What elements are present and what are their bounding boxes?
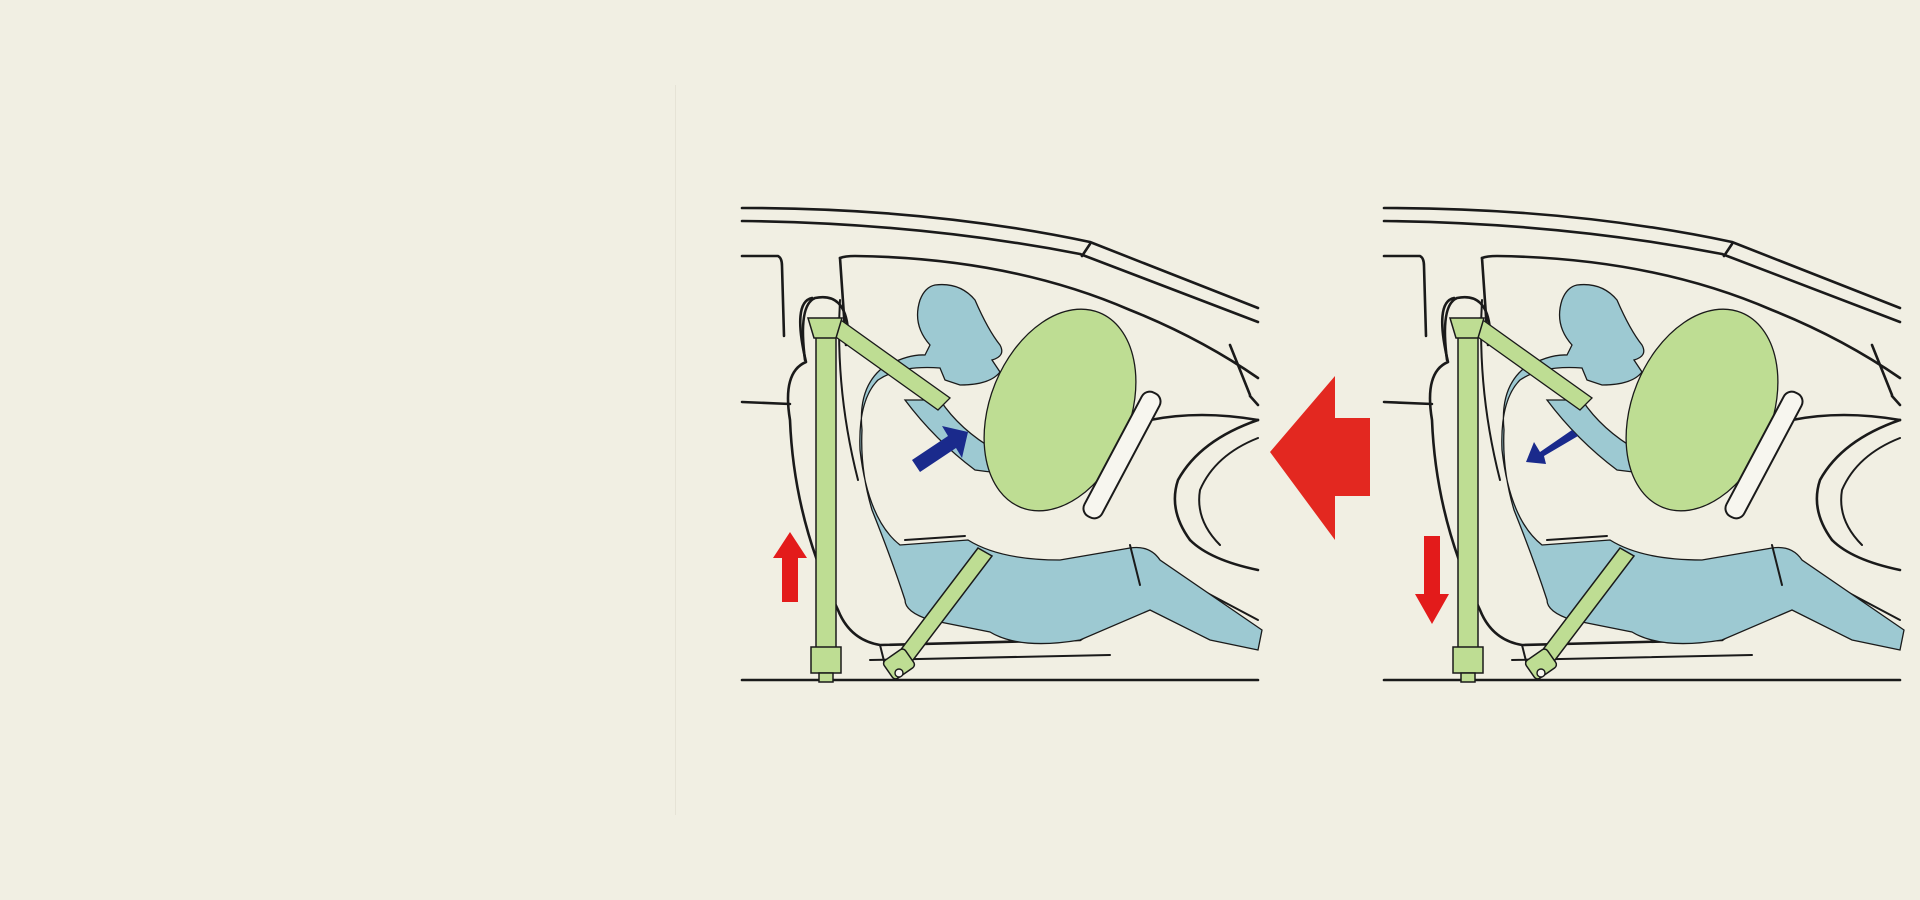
panel-before-impact xyxy=(740,206,1263,683)
airbag-deployed xyxy=(1596,285,1808,535)
arrow-left-icon xyxy=(1270,376,1370,540)
arrow-down-icon xyxy=(1415,536,1449,624)
panel-divider xyxy=(675,85,676,815)
diagonal-arrow-icon xyxy=(912,426,968,472)
diagonal-arrow-icon xyxy=(1526,430,1578,464)
arrow-up-icon xyxy=(773,532,807,602)
airbag-deployed xyxy=(954,285,1166,535)
panel-after-impact xyxy=(1382,206,1905,683)
